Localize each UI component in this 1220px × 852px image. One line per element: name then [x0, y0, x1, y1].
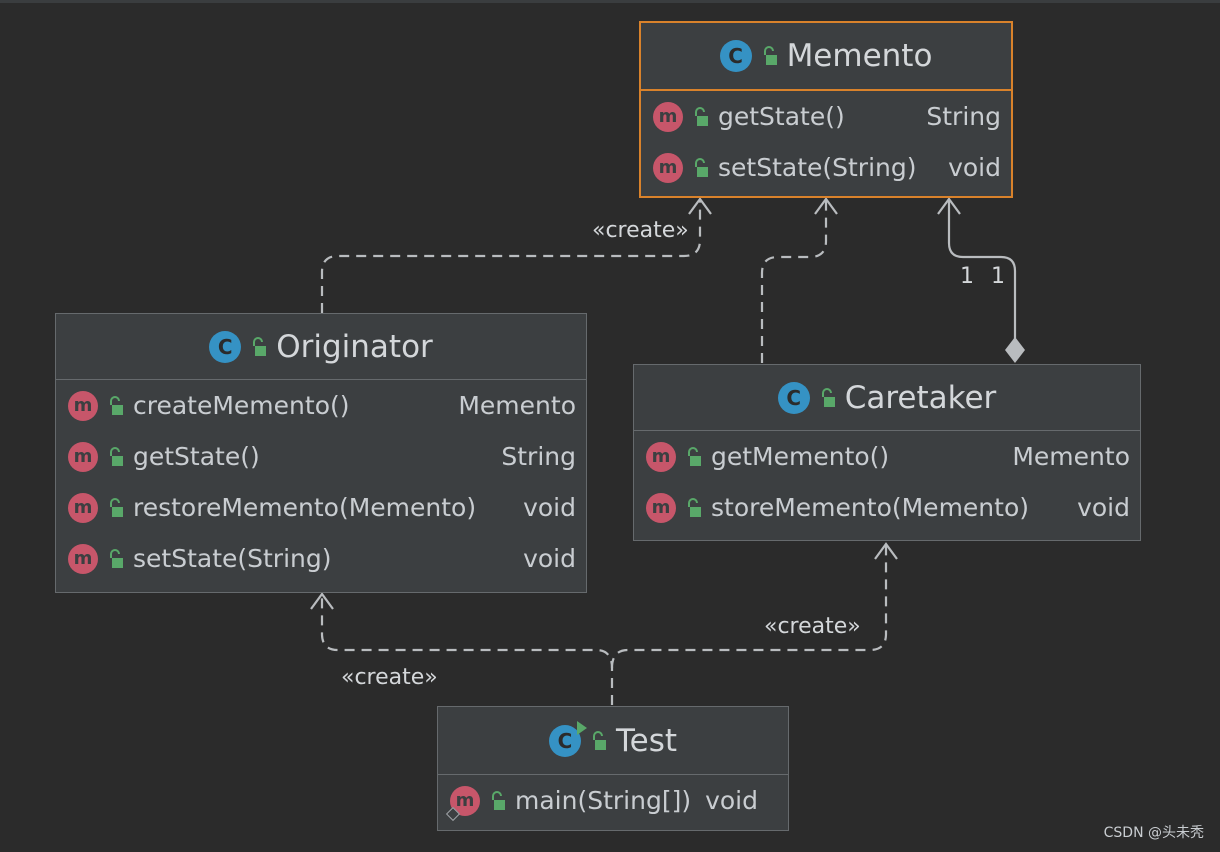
dependency-test-caretaker — [610, 545, 888, 669]
public-lock-icon — [492, 790, 505, 810]
method-name: setState(String) — [133, 544, 332, 573]
method-type: void — [523, 544, 576, 573]
class-icon: C — [209, 330, 242, 363]
public-lock-icon — [763, 46, 777, 65]
class-name: Originator — [276, 328, 433, 365]
multiplicity-left: 1 — [960, 264, 974, 289]
arrowhead-test-originator — [310, 592, 334, 610]
class-header[interactable]: C Originator — [56, 314, 586, 380]
public-lock-icon — [110, 446, 123, 466]
create-label-test-originator: «create» — [341, 665, 438, 690]
method-row[interactable]: m getState() String — [641, 91, 1011, 142]
method-type: Memento — [1012, 442, 1130, 471]
public-lock-icon — [688, 497, 701, 517]
method-icon: m — [653, 101, 683, 132]
public-lock-icon — [821, 387, 835, 407]
class-test[interactable]: C Test m main(String[]) void — [437, 706, 789, 831]
runnable-class-icon: C — [548, 720, 587, 757]
arrowhead-test-caretaker — [874, 542, 898, 560]
class-icon: C — [719, 40, 752, 72]
method-name: getState() — [718, 102, 845, 131]
method-name: getMemento() — [711, 442, 890, 471]
method-name: getState() — [133, 442, 260, 471]
multiplicity-right: 1 — [991, 264, 1005, 289]
class-icon: C — [777, 381, 810, 414]
arrowhead-originator-memento — [688, 197, 712, 215]
class-caretaker[interactable]: C Caretaker m getMemento() Memento m sto… — [633, 364, 1141, 541]
method-icon: m — [646, 441, 676, 472]
method-name: setState(String) — [718, 153, 917, 182]
arrowhead-caretaker-memento — [814, 197, 838, 215]
class-originator[interactable]: C Originator m createMemento() Memento m… — [55, 313, 587, 593]
method-type: void — [523, 493, 576, 522]
run-icon — [576, 720, 587, 735]
method-icon: m — [68, 441, 98, 472]
dependency-test-originator — [320, 595, 614, 705]
method-icon: m — [653, 152, 683, 183]
class-name: Test — [615, 722, 678, 759]
public-lock-icon — [695, 106, 708, 126]
arrowhead-aggregation — [937, 197, 961, 215]
aggregation-caretaker-memento — [947, 200, 1017, 340]
method-icon: m — [68, 492, 98, 523]
class-header[interactable]: C Caretaker — [634, 365, 1140, 431]
static-method-icon: m — [445, 785, 480, 821]
method-type: String — [501, 442, 576, 471]
class-icon-letter: C — [557, 728, 573, 753]
method-type: void — [1077, 493, 1130, 522]
public-lock-icon — [695, 157, 708, 177]
method-row[interactable]: m setState(String) void — [56, 533, 586, 584]
method-row[interactable]: m getMemento() Memento — [634, 431, 1140, 482]
top-edge — [0, 0, 1220, 3]
public-lock-icon — [110, 497, 123, 517]
method-icon: m — [646, 492, 676, 523]
method-type: Memento — [458, 391, 576, 420]
method-icon-letter: m — [455, 790, 475, 811]
method-name: main(String[]) — [515, 786, 692, 815]
public-lock-icon — [592, 730, 606, 750]
public-lock-icon — [688, 446, 701, 466]
method-name: storeMemento(Memento) — [711, 493, 1029, 522]
method-type: void — [705, 786, 758, 815]
method-icon: m — [68, 390, 98, 421]
method-name: createMemento() — [133, 391, 350, 420]
public-lock-icon — [253, 336, 267, 356]
watermark: CSDN @头未秃 — [1103, 825, 1204, 841]
create-label-originator-memento: «create» — [592, 218, 689, 243]
class-header[interactable]: C Memento — [641, 23, 1011, 91]
method-row[interactable]: m main(String[]) void — [438, 775, 788, 826]
class-memento[interactable]: C Memento m getState() String m setState… — [639, 21, 1013, 198]
class-header[interactable]: C Test — [438, 707, 788, 775]
dependency-originator-memento — [320, 200, 702, 313]
class-name: Caretaker — [844, 379, 997, 416]
method-row[interactable]: m getState() String — [56, 431, 586, 482]
dependency-caretaker-memento — [760, 200, 828, 363]
aggregation-diamond — [1005, 337, 1025, 363]
method-row[interactable]: m createMemento() Memento — [56, 380, 586, 431]
method-row[interactable]: m restoreMemento(Memento) void — [56, 482, 586, 533]
method-type: void — [948, 153, 1001, 182]
method-type: String — [926, 102, 1001, 131]
method-row[interactable]: m setState(String) void — [641, 142, 1011, 193]
create-label-test-caretaker: «create» — [764, 614, 861, 639]
method-row[interactable]: m storeMemento(Memento) void — [634, 482, 1140, 533]
method-icon: m — [68, 543, 98, 574]
public-lock-icon — [110, 395, 123, 415]
method-name: restoreMemento(Memento) — [133, 493, 477, 522]
class-name: Memento — [786, 38, 933, 74]
public-lock-icon — [110, 548, 123, 568]
